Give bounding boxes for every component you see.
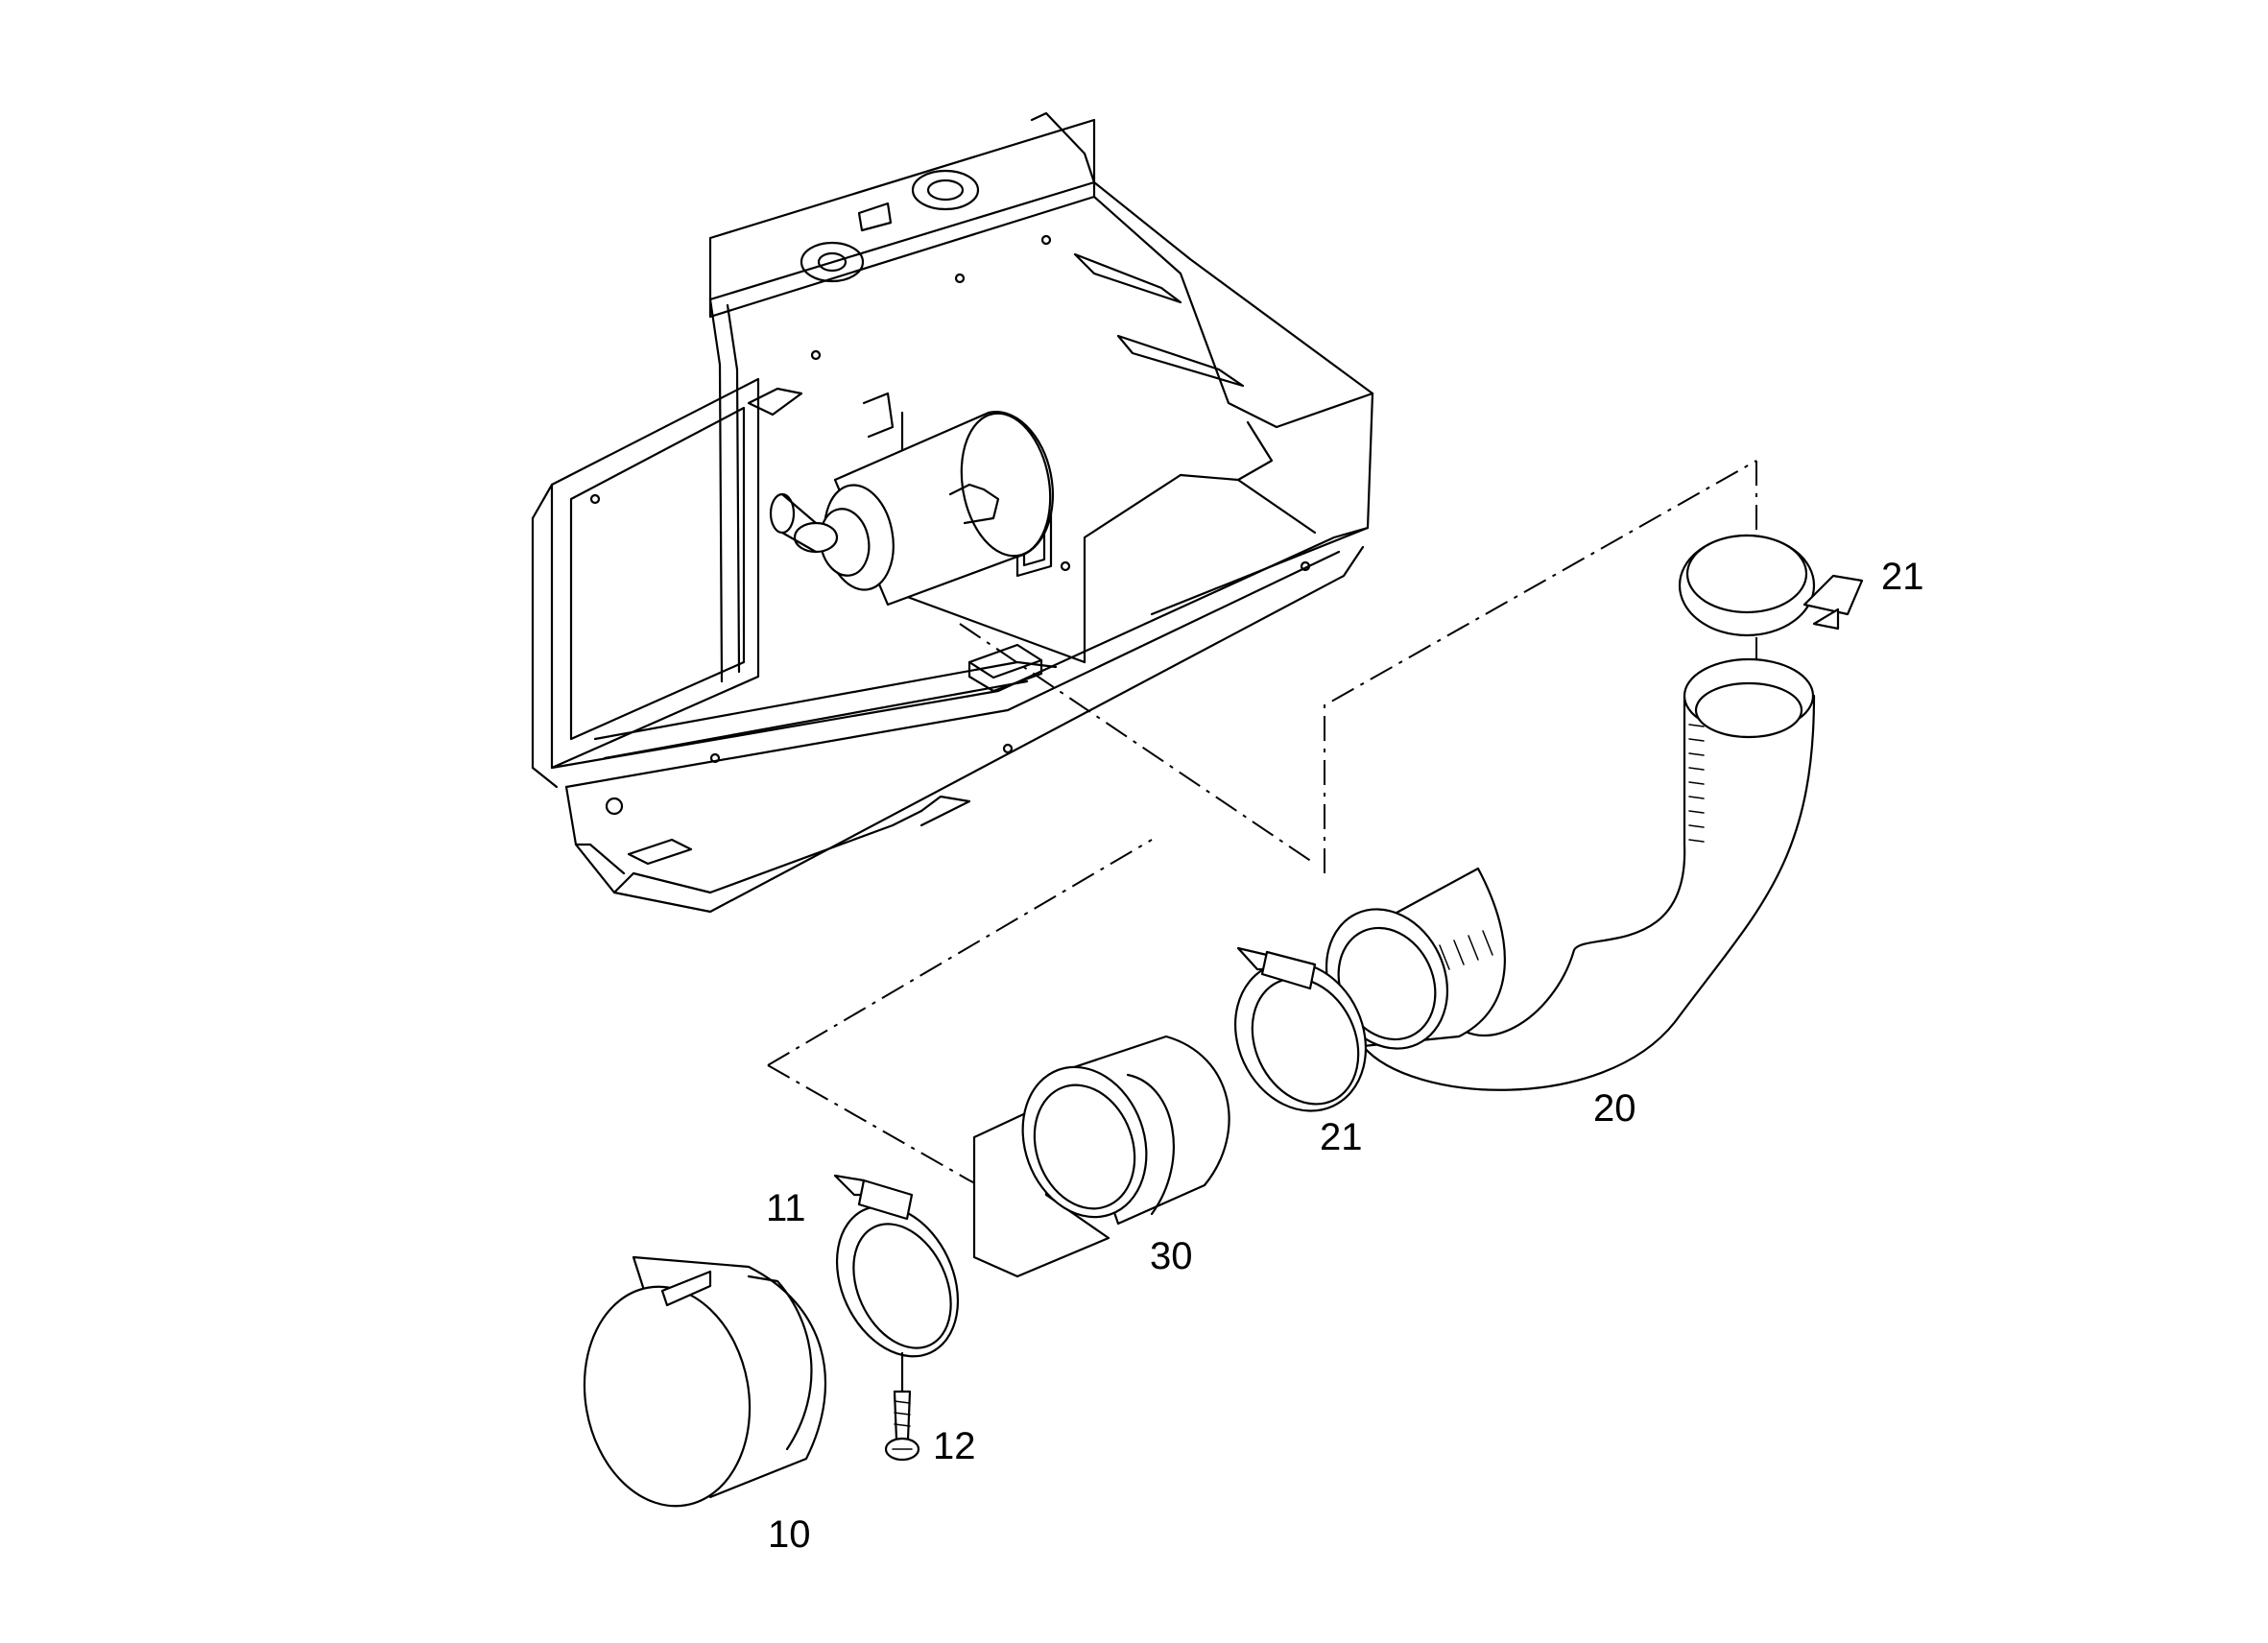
screw xyxy=(884,1351,920,1462)
bent-hose xyxy=(1325,657,1816,1091)
hose-clamp-top xyxy=(1678,534,1864,637)
callout-21-top: 21 xyxy=(1881,556,1924,598)
mounted-air-filter xyxy=(769,392,1055,607)
hose-ribs-bottom xyxy=(1439,930,1493,970)
hose-clamp-middle xyxy=(1233,946,1368,1112)
hose-ribs-top xyxy=(1688,724,1705,843)
callout-12: 12 xyxy=(933,1425,976,1467)
pre-cleaner-cap xyxy=(583,1255,827,1508)
callout-21-middle: 21 xyxy=(1320,1116,1363,1158)
housing-frame xyxy=(531,111,1374,914)
callout-11: 11 xyxy=(766,1187,806,1229)
callout-30: 30 xyxy=(1150,1235,1193,1277)
hose-clamp-lower xyxy=(833,1174,960,1358)
callout-labels: 21 21 20 30 11 12 10 xyxy=(766,556,1924,1556)
adapter-sleeve xyxy=(972,1035,1230,1278)
callout-20: 20 xyxy=(1593,1087,1636,1130)
callout-10: 10 xyxy=(768,1513,811,1556)
